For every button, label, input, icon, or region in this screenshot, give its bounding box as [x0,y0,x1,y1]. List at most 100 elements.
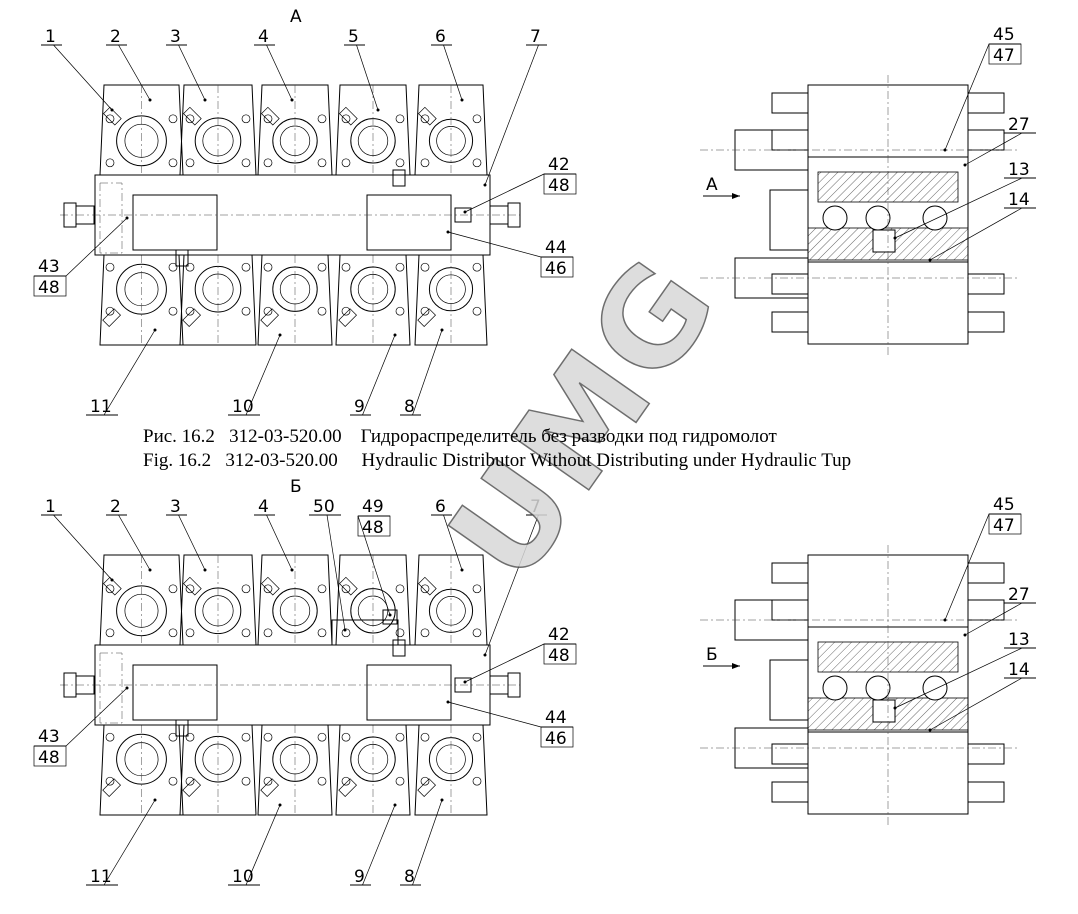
callout-14: 14 [928,190,1036,262]
callout-8: 8 [400,798,444,887]
valve-section [414,254,488,346]
callout-number: 1 [45,497,56,517]
callout-number: 10 [232,397,254,417]
section-label: А [706,175,718,195]
callout-number: 44 [545,708,567,728]
callout-number: 13 [1008,160,1030,180]
caption-en: Fig. 16.2 312-03-520.00 Hydraulic Distri… [143,450,852,471]
valve-section [257,84,333,176]
callout-number: 6 [435,497,446,517]
callout-number: 47 [993,46,1015,66]
callout-number: 4 [258,497,269,517]
callout-number: 1 [45,27,56,47]
callout-number: 11 [90,867,112,887]
callout-2: 2 [106,497,152,572]
callout-3: 3 [166,27,207,102]
callout-number: 5 [348,27,359,47]
callout-number: 46 [545,729,567,749]
callout-number: 45 [993,25,1015,45]
callout-1: 1 [41,27,114,112]
callout-9: 9 [350,803,397,887]
valve-section [179,84,257,176]
valve-section [99,554,184,646]
callout-number: 2 [110,27,121,47]
callout-number: 3 [170,497,181,517]
callout-number: 9 [354,867,365,887]
callout-10: 10 [228,333,282,417]
callout-27: 27 [963,115,1036,167]
callout-number: 48 [362,518,384,538]
valve-section [179,254,257,346]
callout-13: 13 [893,160,1036,240]
callout-number: 49 [362,497,384,517]
callout-number: 2 [110,497,121,517]
callout-number: 8 [404,397,415,417]
callout-number: 14 [1008,190,1030,210]
callout-number: 3 [170,27,181,47]
valve-section [335,254,411,346]
callout-6: 6 [431,27,464,102]
valve-section [179,554,257,646]
view-label: А [290,7,302,27]
callout-2: 2 [106,27,152,102]
valve-section [335,724,411,816]
callout-number: 43 [38,257,60,277]
callout-number: 48 [38,278,60,298]
callout-9: 9 [350,333,397,417]
valve-section [257,554,333,646]
callout-number: 48 [548,646,570,666]
caption-ru: Рис. 16.2 312-03-520.00 Гидрораспределит… [143,426,777,447]
callout-number: 13 [1008,630,1030,650]
valve-section [99,254,184,346]
valve-section [179,724,257,816]
callout-11: 11 [86,798,157,887]
valve-section [335,84,411,176]
callout-number: 43 [38,727,60,747]
callout-number: 8 [404,867,415,887]
valve-section [414,724,488,816]
callout-50: 50 [309,497,347,632]
callout-number: 27 [1008,115,1030,135]
callout-4: 4 [254,27,294,102]
callout-7: 7 [483,27,547,187]
callout-number: 11 [90,397,112,417]
callout-14: 14 [928,660,1036,732]
callout-number: 45 [993,495,1015,515]
callout-number: 48 [548,176,570,196]
callout-number: 44 [545,238,567,258]
valve-section [99,724,184,816]
view-label: Б [290,477,302,497]
valve-section [335,554,411,646]
callout-number: 4 [258,27,269,47]
callout-13: 13 [893,630,1036,710]
callout-number: 48 [38,748,60,768]
callout-number: 46 [545,259,567,279]
callout-number: 9 [354,397,365,417]
callout-27: 27 [963,585,1036,637]
valve-section [99,84,184,176]
callout-number: 14 [1008,660,1030,680]
callout-number: 7 [530,27,541,47]
valve-section [257,254,333,346]
callout-10: 10 [228,803,282,887]
valve-section [414,554,488,646]
callout-4: 4 [254,497,294,572]
section-label: Б [706,645,718,665]
callout-number: 6 [435,27,446,47]
callout-7: 7 [483,497,547,657]
valve-section [414,84,488,176]
callout-3: 3 [166,497,207,572]
